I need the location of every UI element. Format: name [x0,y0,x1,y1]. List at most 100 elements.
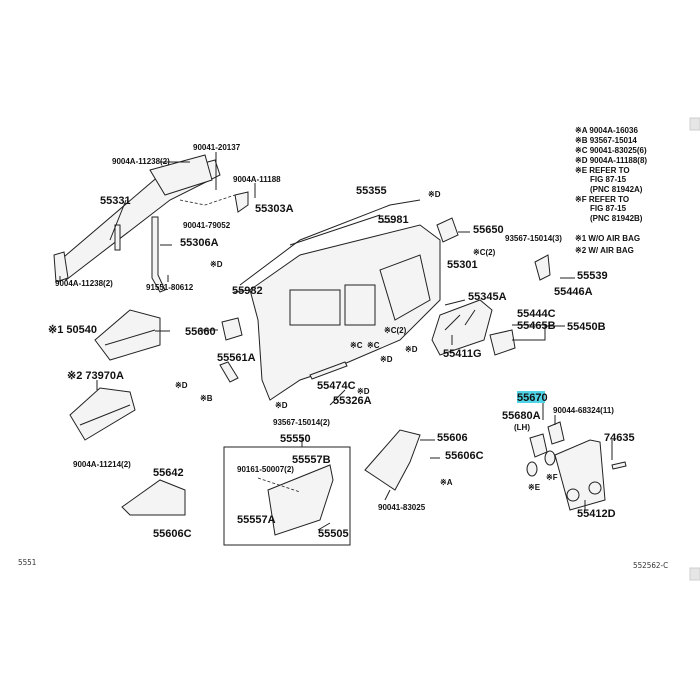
ref-label: ※D [428,190,441,199]
note-line: ※B 93567-15014 [575,136,637,145]
note-line: (PNC 81942A) [590,185,643,194]
label[interactable]: 55557B [292,454,331,466]
label[interactable]: 90041-79052 [183,221,231,230]
label[interactable]: 55306A [180,237,219,249]
label[interactable]: 90161-50007(2) [237,465,294,474]
vent-55650 [436,217,459,243]
label[interactable]: 55505 [318,528,349,540]
ref-label: ※E [528,483,541,492]
label[interactable]: 55606 [437,432,468,444]
label[interactable]: 55326A [333,395,372,407]
note-line: FIG 87-15 [590,204,627,213]
ref-label: ※C(2) [384,326,407,335]
label[interactable]: 9004A-11214(2) [73,460,131,469]
bracket-55561A [219,361,239,383]
scrollbar-down[interactable] [689,567,700,581]
label[interactable]: 9004A-11238(2) [112,157,170,166]
label[interactable]: 55660 [185,326,216,338]
label[interactable]: 55474C [317,380,356,392]
cluster-panel-55412D [554,439,606,511]
note-line: (PNC 81942B) [590,214,643,223]
ref-label: ※D [275,401,288,410]
note-line: ※1 W/O AIR BAG [575,234,640,243]
label[interactable]: 74635 [604,432,635,444]
figure-id: 552562-C [633,561,668,570]
label[interactable]: 55465B [517,320,556,332]
label[interactable]: 93567-15014(2) [273,418,330,427]
label[interactable]: 55411G [443,348,482,360]
label[interactable]: 55303A [255,203,294,215]
label[interactable]: 55561A [217,352,256,364]
label[interactable]: 55557A [237,514,276,526]
label[interactable]: 9004A-11238(2) [55,279,113,288]
note-line: ※F REFER TO [575,195,629,204]
label[interactable]: 90041-20137 [193,143,241,152]
label[interactable]: 55331 [100,195,131,207]
label-55670-highlighted[interactable]: 55670 [517,392,548,404]
label[interactable]: 55680A [502,410,541,422]
label[interactable]: 9004A-11188 [233,175,281,184]
bracket-55606 [364,429,421,491]
switch-55446A [534,254,551,281]
label[interactable]: 55650 [473,224,504,236]
note-line: ※2 W/ AIR BAG [575,246,634,255]
label[interactable]: 55301 [447,259,478,271]
ref-label: ※D [357,387,370,396]
glove-box-55550 [267,464,334,536]
part-labels: 90041-20137 9004A-11238(2) 9004A-11188 5… [48,143,635,540]
label[interactable]: 55444C [517,308,556,320]
highlight-55670 [517,391,545,403]
ref-label: ※D [380,355,393,364]
ref-label: ※C [350,341,363,350]
ref-label: ※A [440,478,453,487]
label[interactable]: 55642 [153,467,184,479]
instrument-panel-55355 [239,199,441,401]
bracket-55303A [234,191,249,213]
label: (LH) [514,423,530,432]
label[interactable]: ※1 50540 [48,324,97,336]
cover-50540 [94,309,161,361]
glove-box-group-frame [223,446,351,546]
label[interactable]: 55981 [378,214,409,226]
ref-label: ※B [200,394,213,403]
label[interactable]: 55355 [356,185,387,197]
label[interactable]: 91551-80612 [146,283,194,292]
label[interactable]: ※2 73970A [67,370,124,382]
note-line: ※C 90041-83025(6) [575,146,647,155]
ref-label: ※D [210,260,223,269]
label[interactable]: 55412D [577,508,616,520]
vent-55680A [529,433,548,458]
meter-hood-55411G [431,299,493,356]
page-ref: 5551 [18,558,36,567]
label[interactable]: 55539 [577,270,608,282]
brace-55306A [151,216,166,293]
vent-55660 [221,317,243,341]
garnish-55474C [309,361,348,380]
scrollbar-up[interactable] [689,117,700,131]
ref-label: ※F [546,473,558,482]
label[interactable]: 55606C [153,528,192,540]
note-line: FIG 87-15 [590,175,627,184]
tray-55642 [121,479,186,516]
vent-55670 [547,421,565,445]
label[interactable]: 55450B [567,321,606,333]
label[interactable]: 93567-15014(3) [505,234,562,243]
ring-E [526,461,538,477]
ring-F [544,450,556,466]
label[interactable]: 55446A [554,286,593,298]
label[interactable]: 90044-68324(11) [553,406,614,415]
switch-55450B [489,329,516,356]
clip-74635 [611,461,627,470]
instrument-panel-reinforcement-55331 [53,154,221,283]
label[interactable]: 55345A [468,291,507,303]
notes-legend: ※A 9004A-16036 ※B 93567-15014 ※C 90041-8… [575,126,647,255]
note-line: ※D 9004A-11188(8) [575,156,647,165]
label[interactable]: 55606C [445,450,484,462]
label[interactable]: 55982 [232,285,263,297]
note-line: ※E REFER TO [575,166,630,175]
ref-label: ※D [405,345,418,354]
note-line: ※A 9004A-16036 [575,126,638,135]
label[interactable]: 55550 [280,433,311,445]
label[interactable]: 90041-83025 [378,503,426,512]
